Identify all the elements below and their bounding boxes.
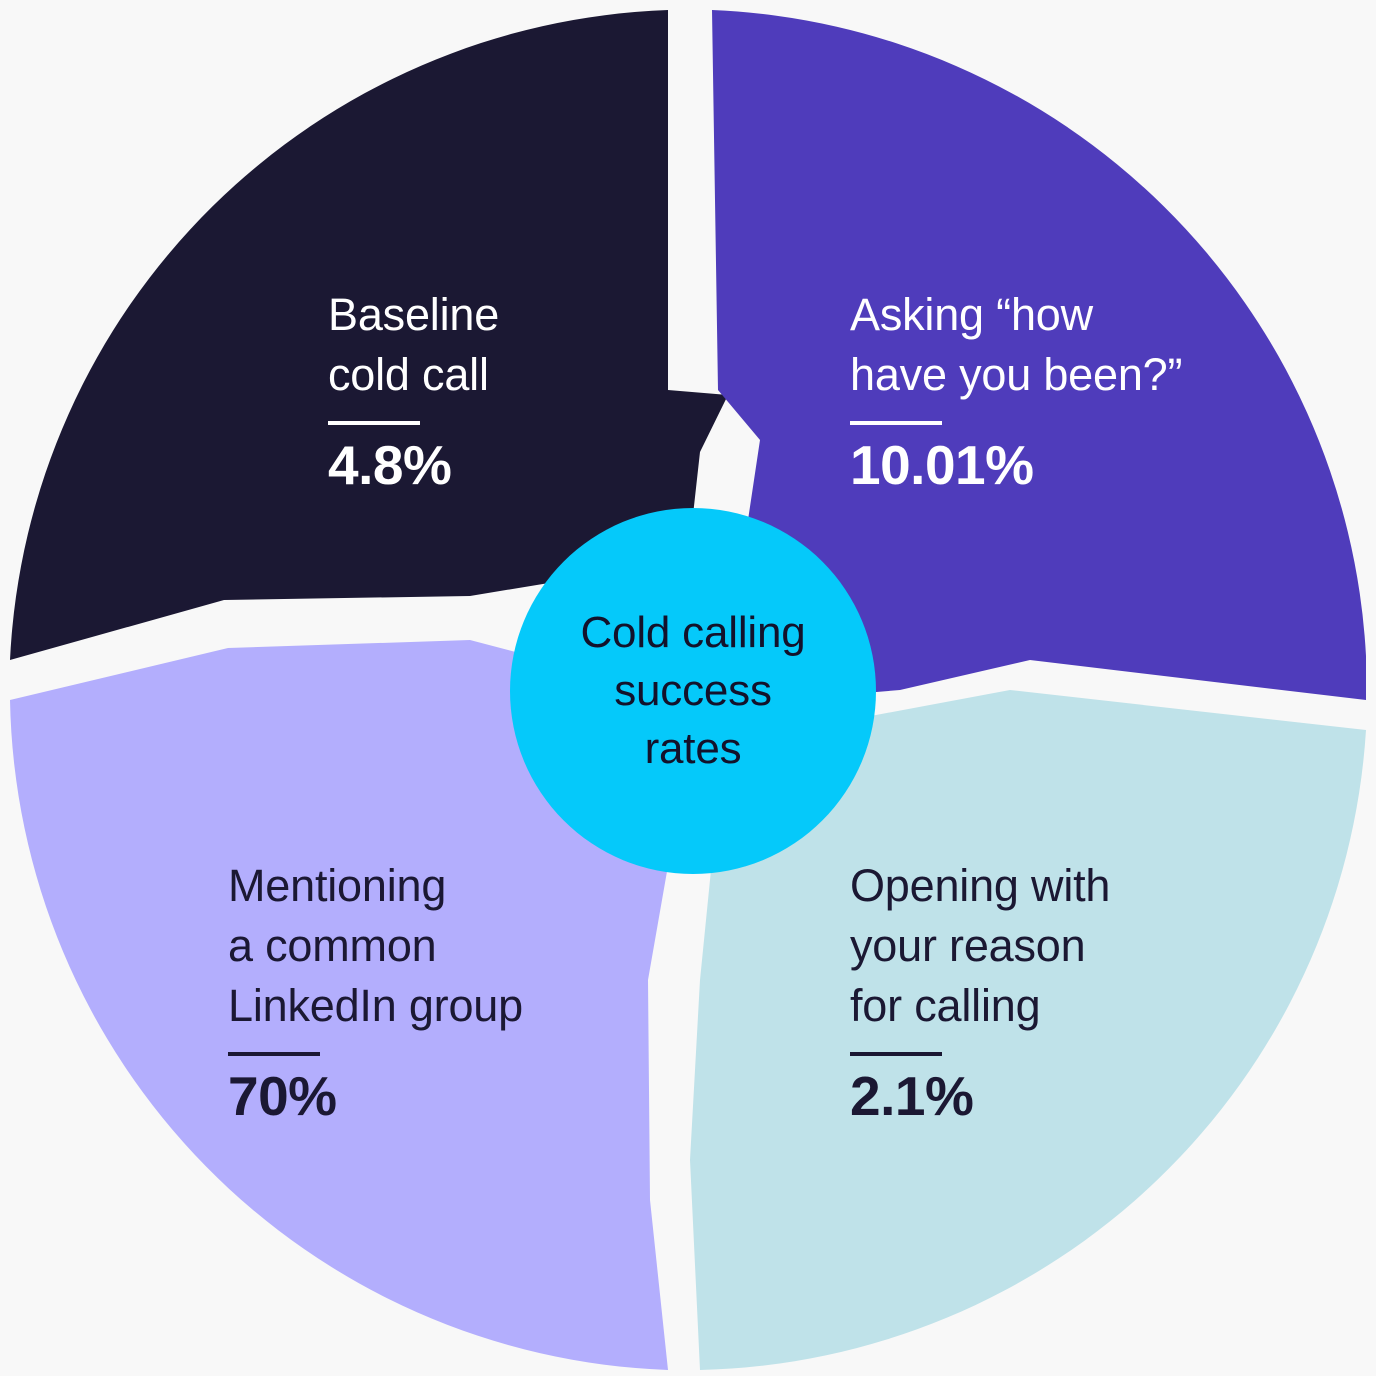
segment-divider-mentioning	[228, 1051, 320, 1056]
segment-value-opening: 2.1%	[850, 1064, 974, 1127]
segment-value-baseline: 4.8%	[328, 433, 452, 496]
segment-title-mentioning: Mentioning a common LinkedIn group	[228, 860, 523, 1031]
pie-slice-asking[interactable]	[712, 10, 1366, 700]
segment-divider-baseline	[328, 420, 420, 425]
segment-value-mentioning: 70%	[228, 1064, 337, 1127]
segment-title-opening: Opening with your reason for calling	[850, 860, 1111, 1031]
segment-label-mentioning: Mentioning a common LinkedIn group 70%	[228, 856, 523, 1126]
pie-slice-opening[interactable]	[690, 690, 1366, 1370]
chart-center-title: Cold calling success rates	[580, 607, 806, 774]
segment-divider-asking	[850, 420, 942, 425]
segment-label-asking: Asking “how have you been?” 10.01%	[850, 285, 1182, 495]
chart-center-hub: Cold calling success rates	[510, 508, 876, 874]
segment-label-opening: Opening with your reason for calling 2.1…	[850, 856, 1110, 1126]
segment-title-asking: Asking “how have you been?”	[850, 289, 1183, 400]
segment-label-baseline: Baseline cold call 4.8%	[328, 285, 499, 495]
pie-slice-baseline[interactable]	[10, 10, 728, 660]
segment-title-baseline: Baseline cold call	[328, 289, 500, 400]
segment-value-asking: 10.01%	[850, 433, 1034, 496]
pie-slice-mentioning[interactable]	[10, 640, 676, 1370]
segment-divider-opening	[850, 1051, 942, 1056]
